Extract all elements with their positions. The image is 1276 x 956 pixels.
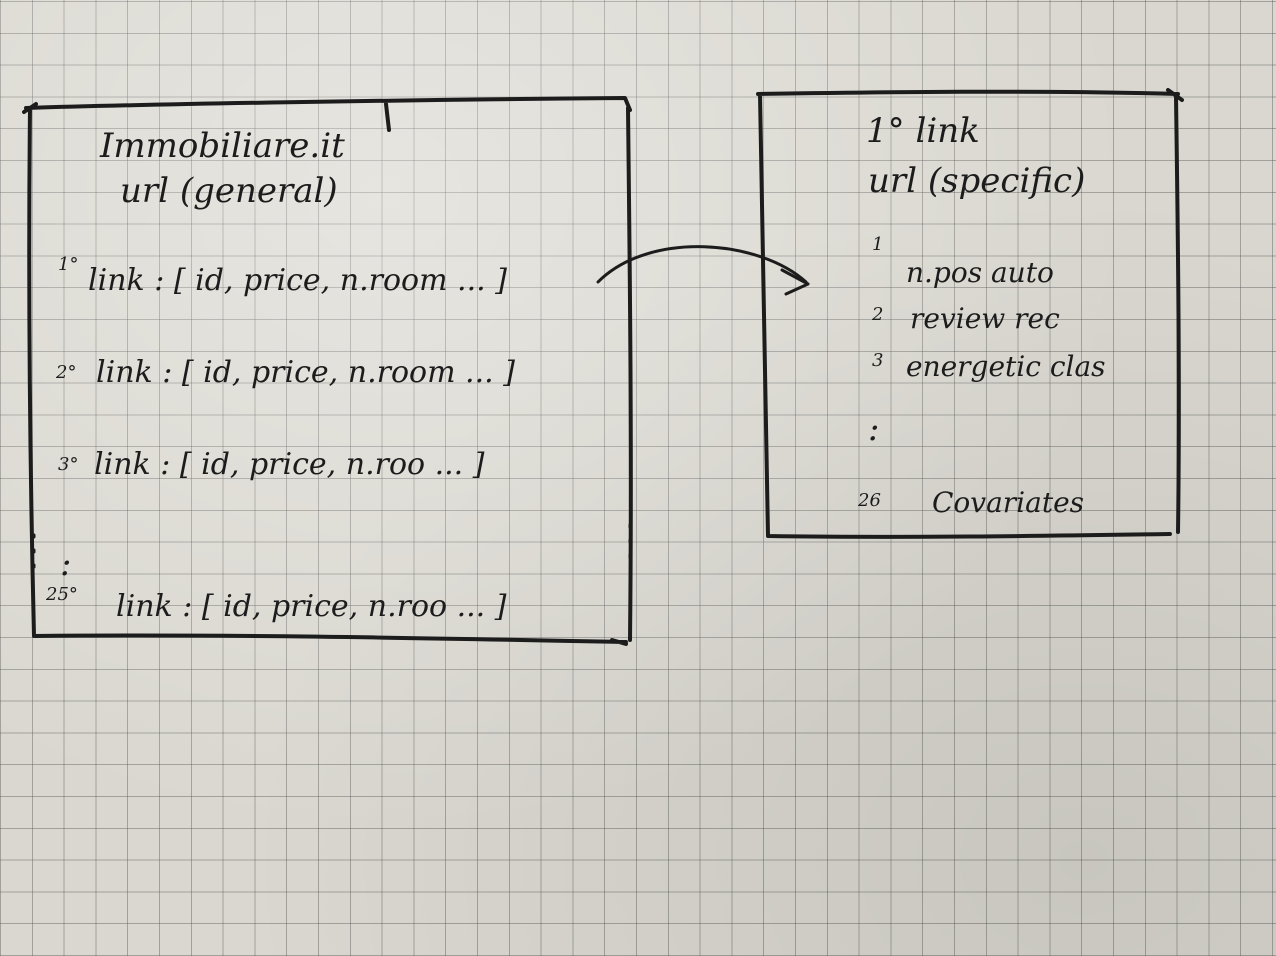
item-1-number: 1 bbox=[872, 234, 883, 255]
item-26-number: 26 bbox=[857, 490, 881, 511]
row-1-number: 1° bbox=[58, 254, 78, 275]
row-2-text: link : [ id, price, n.room ... ] bbox=[96, 355, 515, 390]
left-box-subtitle: url (general) bbox=[120, 171, 338, 211]
item-2-text: review rec bbox=[910, 302, 1060, 335]
arrow-head-icon bbox=[780, 268, 810, 296]
right-box-ellipsis: : bbox=[868, 409, 879, 449]
row-3-number: 3° bbox=[58, 454, 78, 475]
right-box: 1° link url (specific) 1 n.pos auto 2 re… bbox=[756, 88, 1184, 539]
item-2-number: 2 bbox=[871, 304, 883, 325]
arrow-curve bbox=[596, 245, 808, 284]
item-3-text: energetic clas bbox=[906, 350, 1106, 383]
right-box-border bbox=[756, 88, 1184, 539]
item-26-text: Covariates bbox=[932, 486, 1084, 519]
row-25-text: link : [ id, price, n.roo ... ] bbox=[116, 589, 507, 624]
item-3-number: 3 bbox=[872, 350, 883, 371]
left-box: Immobiliare.it url (general) 1° link : [… bbox=[22, 96, 633, 646]
left-box-border bbox=[22, 96, 633, 646]
left-box-title: Immobiliare.it bbox=[99, 126, 345, 166]
left-box-ellipsis: : bbox=[60, 544, 71, 584]
right-box-title: 1° link bbox=[866, 111, 980, 151]
item-1-text: n.pos auto bbox=[906, 256, 1054, 289]
row-1-text: link : [ id, price, n.room ... ] bbox=[88, 263, 507, 298]
row-25-number: 25° bbox=[45, 584, 78, 605]
right-box-subtitle: url (specific) bbox=[868, 161, 1085, 201]
left-box-side-dots bbox=[32, 523, 632, 569]
row-3-text: link : [ id, price, n.roo ... ] bbox=[94, 447, 485, 482]
connector-arrow bbox=[596, 245, 810, 296]
row-2-number: 2° bbox=[55, 362, 76, 383]
